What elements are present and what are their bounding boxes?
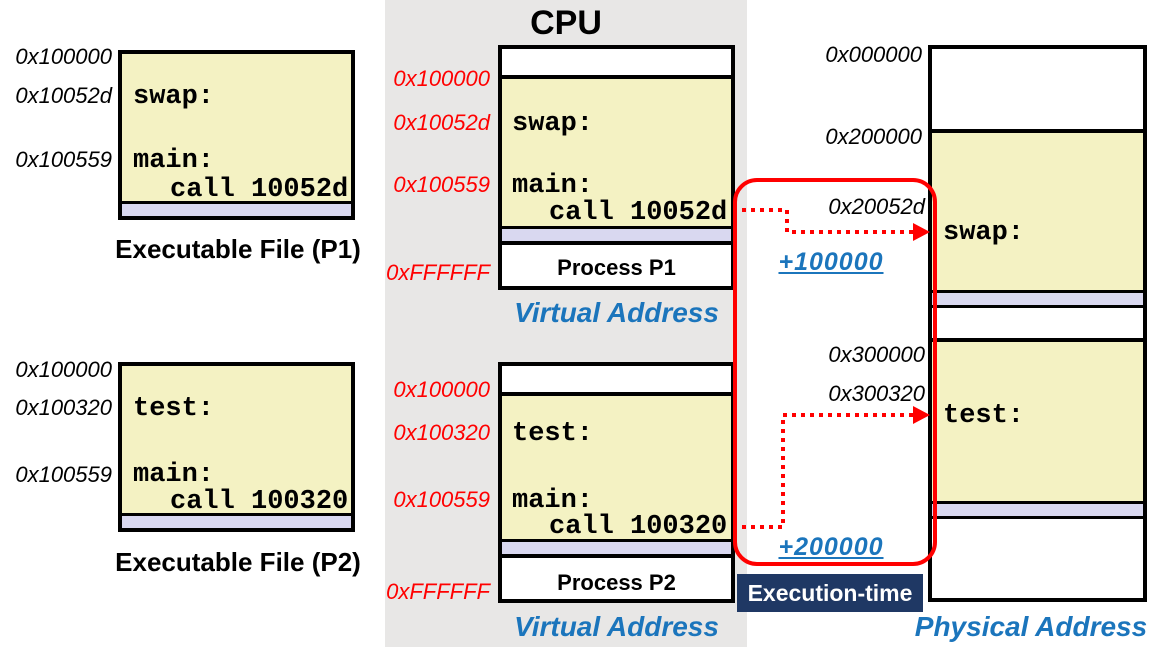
- p1-offset-label: +100000: [778, 248, 884, 276]
- physical-memory-box: [928, 45, 1147, 602]
- virtual-address-label: 0x100000: [393, 377, 490, 402]
- process-p2-box: [498, 362, 735, 603]
- main-label: main:: [512, 486, 594, 516]
- segment-divider: [932, 129, 1143, 133]
- symbol-label: swap:: [133, 82, 215, 112]
- process-p1-label-strip: [502, 245, 731, 286]
- address-label: 0x100000: [15, 44, 112, 69]
- executable-p2-data-segment: [122, 516, 351, 528]
- main-label: main:: [133, 146, 215, 176]
- executable-p1-box: [118, 50, 355, 220]
- executable-p2-code-segment: [122, 366, 351, 513]
- execution-time-badge: Execution-time: [737, 574, 923, 612]
- executable-p2-caption: Executable File (P2): [115, 547, 361, 577]
- address-label: 0x100559: [15, 462, 112, 487]
- main-label: main:: [512, 171, 594, 201]
- symbol-label: test:: [133, 394, 215, 424]
- process-p2-data-segment: [502, 542, 731, 554]
- mapped-address-label: 0x20052d: [828, 194, 925, 219]
- process-p1-data-segment: [502, 229, 731, 241]
- executable-p1-data-segment: [122, 204, 351, 216]
- executable-p2-box: [118, 362, 355, 532]
- physical-p2-data-segment: [932, 504, 1143, 516]
- call-instruction: call 10052d: [549, 198, 728, 228]
- physical-p1-data-segment: [932, 293, 1143, 305]
- virtual-address-label: 0x100000: [393, 66, 490, 91]
- relocation-outline: [733, 178, 937, 566]
- segment-divider: [932, 305, 1143, 308]
- process-p1-code-segment: [502, 79, 731, 226]
- physical-free-segment: [932, 49, 1143, 129]
- physical-free-segment: [932, 519, 1143, 598]
- symbol-label: test:: [512, 419, 594, 449]
- physical-address-label: 0x000000: [825, 42, 922, 67]
- symbol-label: test:: [943, 401, 1025, 431]
- cpu-title: CPU: [530, 4, 602, 42]
- symbol-label: swap:: [512, 109, 594, 139]
- physical-address-label: 0x200000: [825, 124, 922, 149]
- physical-free-segment: [932, 308, 1143, 338]
- mapped-address-label: 0x300320: [828, 381, 925, 406]
- virtual-address-label: 0x10052d: [393, 110, 490, 135]
- physical-p1-code-segment: [932, 133, 1143, 290]
- virtual-address-label: 0xFFFFFF: [386, 579, 490, 604]
- process-p2-reserved-segment: [502, 366, 731, 392]
- segment-divider: [502, 226, 731, 229]
- call-instruction: call 100320: [549, 512, 728, 542]
- address-label: 0x100320: [15, 395, 112, 420]
- process-p1-label: Process P1: [557, 255, 676, 280]
- address-label: 0x100000: [15, 357, 112, 382]
- execution-time-badge-label: Execution-time: [747, 579, 913, 606]
- address-label: 0x10052d: [15, 83, 112, 108]
- segment-divider: [932, 516, 1143, 519]
- p2-offset-label: +200000: [778, 533, 884, 561]
- process-p2-code-segment: [502, 396, 731, 539]
- main-label: main:: [133, 460, 215, 490]
- segment-divider: [502, 241, 731, 245]
- executable-p1-code-segment: [122, 54, 351, 201]
- segment-divider: [932, 290, 1143, 293]
- call-instruction: call 10052d: [170, 175, 349, 205]
- executable-p1-caption: Executable File (P1): [115, 234, 361, 264]
- physical-p2-code-segment: [932, 342, 1143, 501]
- call-instruction: call 100320: [170, 487, 349, 517]
- virtual-address-label: 0x100320: [393, 420, 490, 445]
- virtual-address-label: 0x100559: [393, 487, 490, 512]
- virtual-address-label: 0xFFFFFF: [386, 260, 490, 285]
- physical-address-space-label: Physical Address: [914, 611, 1148, 642]
- segment-divider: [502, 75, 731, 79]
- virtual-address-label: 0x100559: [393, 172, 490, 197]
- virtual-address-space-label: Virtual Address: [514, 611, 719, 642]
- segment-divider: [122, 201, 351, 204]
- segment-divider: [502, 554, 731, 558]
- virtual-address-space-label: Virtual Address: [514, 297, 719, 328]
- mapped-address-label: 0x300000: [828, 342, 925, 367]
- symbol-label: swap:: [943, 218, 1025, 248]
- segment-divider: [502, 392, 731, 396]
- process-p2-label: Process P2: [557, 570, 676, 595]
- process-p1-box: [498, 45, 735, 290]
- segment-divider: [932, 338, 1143, 342]
- segment-divider: [932, 501, 1143, 504]
- segment-divider: [122, 513, 351, 516]
- process-p2-label-strip: [502, 558, 731, 599]
- segment-divider: [502, 539, 731, 542]
- process-p1-reserved-segment: [502, 49, 731, 75]
- address-label: 0x100559: [15, 147, 112, 172]
